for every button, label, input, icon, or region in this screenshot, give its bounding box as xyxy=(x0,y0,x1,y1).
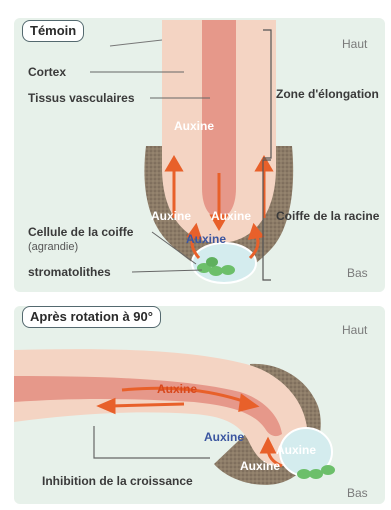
top-label: Haut xyxy=(342,323,367,337)
enlarged-label: (agrandie) xyxy=(28,240,78,254)
statolith xyxy=(206,257,218,267)
panel-title: Témoin xyxy=(22,20,84,42)
statolith xyxy=(297,469,311,479)
statolith xyxy=(209,266,223,276)
auxin-label: Auxine xyxy=(151,209,191,223)
elongation-zone-label: Zone d'élongation xyxy=(276,87,379,101)
auxin-label: Auxine xyxy=(204,430,244,444)
inhibition-bracket xyxy=(94,426,210,458)
panel-title: Après rotation à 90° xyxy=(22,306,161,328)
rotated-panel: Après rotation à 90° Haut Bas Inhibition… xyxy=(14,306,385,504)
auxin-label: Auxine xyxy=(186,232,226,246)
vascular-label: Tissus vasculaires xyxy=(28,91,135,105)
bottom-label: Bas xyxy=(347,266,368,280)
auxin-label: Auxine xyxy=(211,209,251,223)
control-panel: Témoin Haut Bas Cortex Tissus vasculaire… xyxy=(14,18,385,292)
bottom-label: Bas xyxy=(347,486,368,500)
statolith xyxy=(321,465,335,475)
cortex-label: Cortex xyxy=(28,65,66,79)
statolith-label: stromatolithes xyxy=(28,265,111,279)
auxin-label: Auxine xyxy=(240,459,280,473)
auxin-label: Auxine xyxy=(174,119,214,133)
inhibition-label: Inhibition de la croissance xyxy=(42,474,193,488)
auxin-label: Auxine xyxy=(276,443,316,457)
statolith xyxy=(309,469,323,479)
cap-cell xyxy=(192,243,256,283)
root-cap-label: Coiffe de la racine xyxy=(276,209,379,223)
auxin-label: Auxine xyxy=(157,382,197,396)
cap-cell-label: Cellule de la coiffe xyxy=(28,225,133,239)
statolith xyxy=(221,265,235,275)
top-label: Haut xyxy=(342,37,367,51)
